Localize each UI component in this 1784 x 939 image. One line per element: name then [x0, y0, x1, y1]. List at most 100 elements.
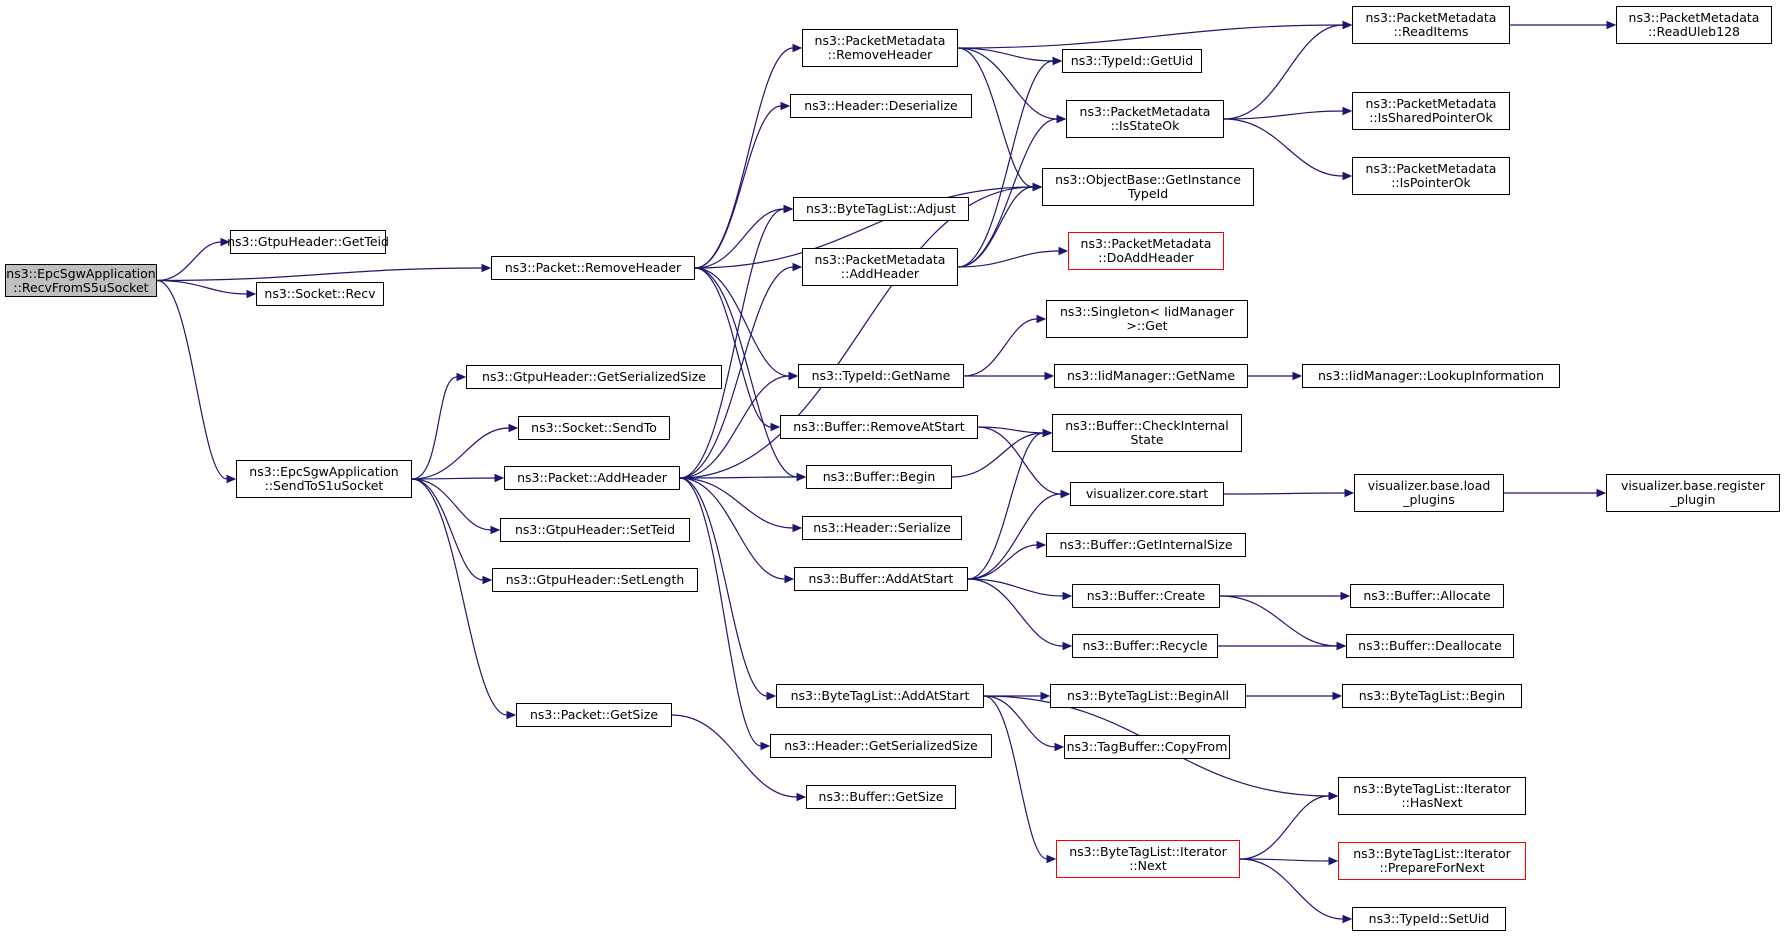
- call-edge-arrowhead: [1040, 691, 1051, 701]
- call-edge: [1239, 858, 1330, 862]
- graph-node-pmread-items[interactable]: ns3::PacketMetadata::ReadItems: [1352, 6, 1510, 44]
- graph-node-pmread-uleb128[interactable]: ns3::PacketMetadata::ReadUleb128: [1616, 6, 1772, 44]
- call-edge: [967, 432, 1044, 580]
- call-edge-arrowhead: [456, 372, 467, 382]
- graph-node-btliterator-prepare-for-next[interactable]: ns3::ByteTagList::Iterator::PrepareForNe…: [1338, 842, 1526, 880]
- graph-node-label-line: ::ReadItems: [1393, 24, 1469, 39]
- graph-node-pmdo-add-header[interactable]: ns3::PacketMetadata::DoAddHeader: [1068, 232, 1224, 270]
- call-edge-arrowhead: [1054, 742, 1065, 752]
- graph-node-buffer-add-at-start[interactable]: ns3::Buffer::AddAtStart: [794, 567, 968, 591]
- call-edge-arrowhead: [1052, 56, 1063, 66]
- graph-node-label-line: ns3::ByteTagList::Adjust: [806, 201, 956, 216]
- graph-node-packet-get-size[interactable]: ns3::Packet::GetSize: [516, 703, 672, 727]
- graph-node-label: ns3::ByteTagList::Begin: [1359, 689, 1505, 703]
- graph-node-packet-add-header[interactable]: ns3::Packet::AddHeader: [504, 466, 680, 490]
- call-edge: [679, 208, 785, 479]
- graph-node-label-line: ns3::TypeId::GetUid: [1070, 53, 1194, 68]
- graph-node-gtpu-set-teid[interactable]: ns3::GtpuHeader::SetTeid: [500, 518, 690, 542]
- graph-node-label-line: ns3::TypeId::GetName: [811, 368, 951, 383]
- graph-node-label: ns3::TagBuffer::CopyFrom: [1067, 740, 1228, 754]
- graph-node-socket-recv[interactable]: ns3::Socket::Recv: [256, 282, 384, 306]
- graph-node-type-id-get-uid[interactable]: ns3::TypeId::GetUid: [1062, 49, 1202, 73]
- graph-node-btlbegin[interactable]: ns3::ByteTagList::Begin: [1342, 684, 1522, 708]
- graph-node-buffer-deallocate[interactable]: ns3::Buffer::Deallocate: [1346, 634, 1514, 658]
- graph-node-label-line: ns3::Packet::RemoveHeader: [504, 260, 682, 275]
- graph-node-btlbegin-all[interactable]: ns3::ByteTagList::BeginAll: [1050, 684, 1246, 708]
- graph-node-label: ns3::ByteTagList::Iterator::PrepareForNe…: [1353, 847, 1511, 875]
- graph-node-label: ns3::PacketMetadata::RemoveHeader: [815, 34, 946, 62]
- graph-node-buffer-remove-at-start[interactable]: ns3::Buffer::RemoveAtStart: [780, 415, 978, 439]
- call-edge: [679, 266, 794, 479]
- graph-node-pmis-pointer-ok[interactable]: ns3::PacketMetadata::IsPointerOk: [1352, 157, 1510, 195]
- graph-node-iid-manager-get-name[interactable]: ns3::IidManager::GetName: [1054, 364, 1248, 388]
- graph-node-header-serialize[interactable]: ns3::Header::Serialize: [802, 516, 962, 540]
- graph-node-visualizer-load-plugins[interactable]: visualizer.base.load_plugins: [1354, 474, 1504, 512]
- graph-node-label: ns3::Buffer::Create: [1087, 589, 1206, 603]
- call-edge-arrowhead: [796, 792, 807, 802]
- call-edge-arrowhead: [1336, 641, 1347, 651]
- call-edge: [679, 477, 786, 580]
- graph-node-type-id-get-name[interactable]: ns3::TypeId::GetName: [798, 364, 964, 388]
- graph-node-send-to-s1u-socket[interactable]: ns3::EpcSgwApplication::SendToS1uSocket: [236, 460, 412, 498]
- graph-node-tag-buffer-copy-from[interactable]: ns3::TagBuffer::CopyFrom: [1064, 735, 1230, 759]
- graph-node-gtpu-get-teid[interactable]: ns3::GtpuHeader::GetTeid: [227, 230, 389, 254]
- graph-node-pmremove-header[interactable]: ns3::PacketMetadata::RemoveHeader: [802, 29, 958, 67]
- graph-node-btliterator-next[interactable]: ns3::ByteTagList::Iterator::Next: [1056, 840, 1240, 878]
- graph-node-label-line: ::IsStateOk: [1110, 118, 1180, 133]
- call-edge-arrowhead: [770, 422, 781, 432]
- graph-node-buffer-create[interactable]: ns3::Buffer::Create: [1072, 584, 1220, 608]
- graph-node-pmis-shared-pointer-ok[interactable]: ns3::PacketMetadata::IsSharedPointerOk: [1352, 92, 1510, 130]
- call-edge-arrowhead: [1036, 540, 1047, 550]
- call-edge-arrowhead: [246, 289, 257, 299]
- graph-node-header-get-serialized-size[interactable]: ns3::Header::GetSerializedSize: [770, 734, 992, 758]
- graph-node-socket-send-to[interactable]: ns3::Socket::SendTo: [518, 416, 670, 440]
- graph-node-label-line: ns3::PacketMetadata: [1365, 161, 1497, 176]
- graph-node-label-line: ns3::Buffer::CheckInternal: [1065, 418, 1229, 433]
- graph-node-btladd-at-start[interactable]: ns3::ByteTagList::AddAtStart: [776, 684, 984, 708]
- graph-node-header-deserialize[interactable]: ns3::Header::Deserialize: [790, 94, 972, 118]
- graph-node-buffer-begin[interactable]: ns3::Buffer::Begin: [806, 465, 952, 489]
- graph-node-pmadd-header[interactable]: ns3::PacketMetadata::AddHeader: [802, 248, 958, 286]
- graph-node-label-line: ns3::Buffer::RemoveAtStart: [793, 419, 965, 434]
- call-edge: [1219, 595, 1338, 647]
- graph-node-btliterator-has-next[interactable]: ns3::ByteTagList::Iterator::HasNext: [1338, 777, 1526, 815]
- graph-node-label-line: ns3::ByteTagList::Begin: [1358, 688, 1506, 703]
- call-edge: [1239, 858, 1344, 920]
- call-edge-arrowhead: [226, 474, 237, 484]
- graph-node-label: ns3::TypeId::GetUid: [1071, 54, 1193, 68]
- graph-node-buffer-get-size[interactable]: ns3::Buffer::GetSize: [806, 785, 956, 809]
- graph-node-singleton-get[interactable]: ns3::Singleton< IidManager>::Get: [1046, 300, 1248, 338]
- graph-node-label: ns3::Socket::SendTo: [531, 421, 657, 435]
- graph-node-label: ns3::EpcSgwApplication::SendToS1uSocket: [249, 465, 398, 493]
- graph-node-label-line: ns3::Packet::GetSize: [529, 707, 659, 722]
- graph-node-packet-remove-header[interactable]: ns3::Packet::RemoveHeader: [491, 256, 695, 280]
- graph-node-label-line: ns3::GtpuHeader::SetTeid: [514, 522, 676, 537]
- graph-node-label-line: _plugin: [1670, 492, 1716, 507]
- graph-node-visualizer-core-start[interactable]: visualizer.core.start: [1070, 482, 1224, 506]
- call-edge: [679, 477, 768, 697]
- graph-node-label-line: ns3::Buffer::GetInternalSize: [1059, 537, 1233, 552]
- graph-node-btladjust[interactable]: ns3::ByteTagList::Adjust: [793, 197, 969, 221]
- graph-node-label: ns3::Packet::RemoveHeader: [505, 261, 681, 275]
- graph-node-iid-manager-lookup-information[interactable]: ns3::IidManager::LookupInformation: [1302, 364, 1560, 388]
- graph-node-visualizer-register-plugin[interactable]: visualizer.base.register_plugin: [1606, 474, 1780, 512]
- call-edge-arrowhead: [792, 43, 803, 53]
- graph-node-label-line: ::SendToS1uSocket: [264, 478, 384, 493]
- graph-node-gtpu-set-length[interactable]: ns3::GtpuHeader::SetLength: [492, 568, 698, 592]
- call-edge: [963, 318, 1038, 377]
- graph-node-pmis-state-ok[interactable]: ns3::PacketMetadata::IsStateOk: [1066, 100, 1224, 138]
- graph-node-label: ns3::PacketMetadata::IsSharedPointerOk: [1366, 97, 1497, 125]
- graph-node-recv-from-s5u-socket[interactable]: ns3::EpcSgwApplication::RecvFromS5uSocke…: [5, 264, 157, 297]
- graph-node-label-line: ns3::GtpuHeader::GetTeid: [227, 234, 389, 249]
- graph-node-buffer-get-internal-size[interactable]: ns3::Buffer::GetInternalSize: [1046, 533, 1246, 557]
- graph-node-buffer-recycle[interactable]: ns3::Buffer::Recycle: [1072, 634, 1218, 658]
- call-edge-arrowhead: [508, 423, 519, 433]
- graph-node-label-line: ns3::ByteTagList::Iterator: [1353, 781, 1511, 796]
- graph-node-gtpu-get-serialized-size[interactable]: ns3::GtpuHeader::GetSerializedSize: [466, 365, 722, 389]
- graph-node-type-id-set-uid[interactable]: ns3::TypeId::SetUid: [1352, 907, 1506, 931]
- graph-node-buffer-allocate[interactable]: ns3::Buffer::Allocate: [1350, 584, 1504, 608]
- call-edge-arrowhead: [494, 473, 505, 483]
